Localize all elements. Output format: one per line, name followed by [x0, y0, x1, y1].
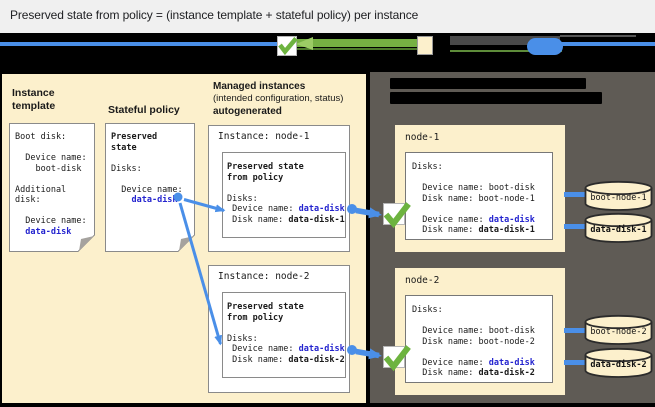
disk-cylinder-icon — [584, 347, 653, 378]
disk-label: boot-node-1 — [590, 193, 647, 203]
disk-cylinder-boot-node-2: boot-node-2 — [584, 314, 653, 346]
disk-label: data-disk-1 — [590, 225, 647, 235]
vm-node-2-title: node-2 — [405, 275, 440, 286]
legend-check-box — [277, 36, 297, 56]
diagram-title: Preserved state from policy = (instance … — [10, 8, 419, 22]
disk-label: boot-node-2 — [590, 327, 647, 337]
vm-node-2-check-box — [383, 346, 405, 368]
disk-cylinder-icon — [584, 212, 653, 243]
heading-instance-template: Instance template — [12, 87, 56, 112]
legend-gray-line-right — [560, 35, 636, 37]
vm-node-1-check-box — [383, 203, 405, 225]
disk-cylinder-icon — [584, 314, 653, 345]
vm-node-2-disks-text: Disks: Device name: boot-disk Disk name:… — [412, 305, 535, 378]
legend-blue-line-left — [0, 42, 277, 46]
disk-cylinder-icon — [584, 180, 653, 211]
vm-node-2-disks-box: Disks: Device name: boot-disk Disk name:… — [405, 295, 553, 383]
managed-heading-line2: (intended configuration, status) — [213, 93, 344, 105]
legend-green-bar — [297, 39, 417, 47]
disk-connector-boot-node-2 — [564, 328, 586, 333]
disk-label: data-disk-2 — [590, 360, 647, 370]
legend-gray-bar — [450, 36, 560, 45]
title-bar: Preserved state from policy = (instance … — [0, 0, 655, 33]
legend-template-box — [417, 36, 433, 55]
folded-corner-icon — [78, 235, 95, 252]
redacted-heading-bar-1 — [390, 78, 586, 89]
instance-card-node-2-label: Instance: node-2 — [218, 271, 310, 282]
managed-instances-heading: Managed instances (intended configuratio… — [213, 81, 373, 118]
folded-corner-icon — [178, 235, 195, 252]
managed-heading-line1: Managed instances — [213, 81, 306, 92]
disk-connector-data-disk-2 — [564, 360, 586, 365]
legend-green-underline — [297, 48, 420, 50]
vm-node-1-title: node-1 — [405, 132, 440, 143]
legend-green-line-right — [450, 50, 562, 52]
managed-heading-line3: autogenerated — [213, 105, 282, 117]
disk-cylinder-data-disk-2: data-disk-2 — [584, 347, 653, 379]
instance-template-card-text: Boot disk: Device name: boot-disk Additi… — [15, 132, 87, 237]
legend-blue-line-right — [558, 42, 655, 46]
disk-cylinder-data-disk-1: data-disk-1 — [584, 212, 653, 244]
disk-connector-data-disk-1 — [564, 224, 586, 229]
vm-node-1-disks-text: Disks: Device name: boot-disk Disk name:… — [412, 162, 535, 235]
disk-cylinder-boot-node-1: boot-node-1 — [584, 180, 653, 212]
disk-connector-boot-node-1 — [564, 192, 586, 197]
instance-template-card: Boot disk: Device name: boot-disk Additi… — [9, 123, 95, 252]
heading-stateful-policy: Stateful policy — [108, 104, 180, 116]
legend-blue-pill — [527, 38, 563, 55]
vm-node-1-disks-box: Disks: Device name: boot-disk Disk name:… — [405, 152, 553, 240]
redacted-heading-bar-2 — [390, 92, 602, 104]
instance-card-node-1-label: Instance: node-1 — [218, 131, 310, 142]
